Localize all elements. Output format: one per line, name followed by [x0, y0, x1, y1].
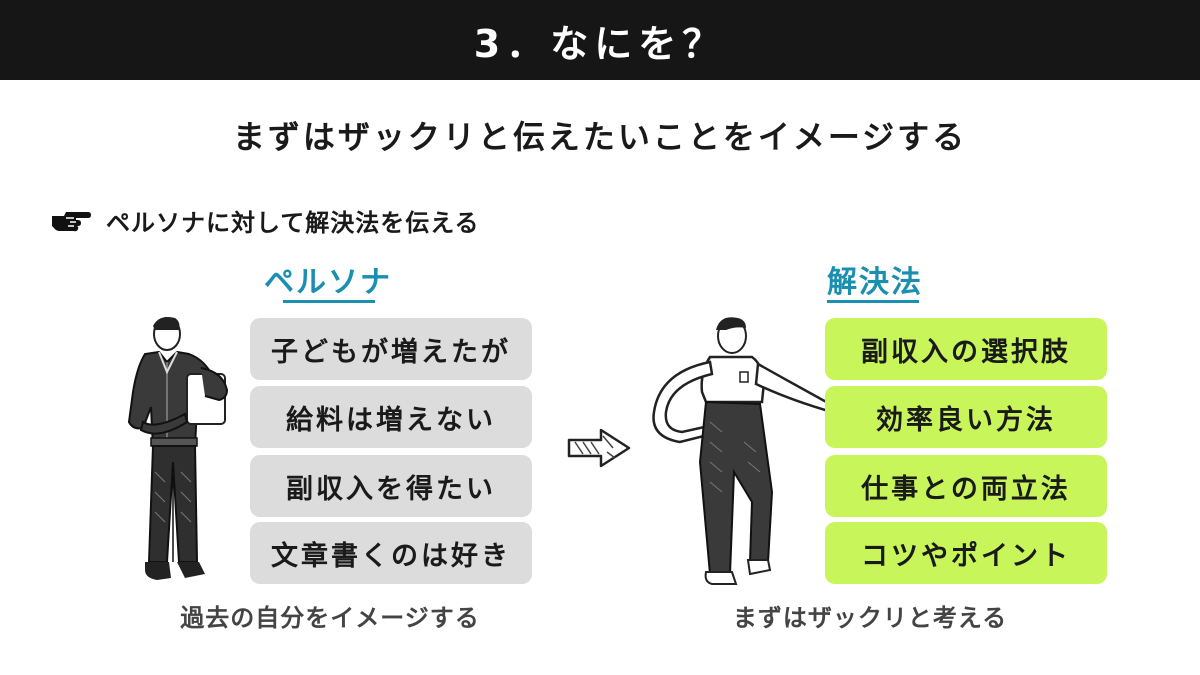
solution-card-3: 仕事との両立法	[825, 455, 1107, 517]
persona-caption: 過去の自分をイメージする	[180, 604, 480, 632]
solution-card-1: 副収入の選択肢	[825, 318, 1107, 380]
bullet-text: ペルソナに対して解決法を伝える	[106, 209, 480, 237]
persona-card-4: 文章書くのは好き	[250, 522, 532, 584]
subtitle-text: まずはザックリと伝えたいことをイメージする	[232, 118, 968, 156]
solution-card-2: 効率良い方法	[825, 386, 1107, 448]
persona-figure-illustration	[127, 317, 229, 580]
bullet-line: ペルソナに対して解決法を伝える	[50, 203, 480, 238]
right-arrow-icon	[567, 428, 631, 468]
solution-heading: 解決法	[827, 265, 923, 300]
subtitle: まずはザックリと伝えたいことをイメージする	[226, 112, 974, 162]
pointing-hand-icon	[52, 211, 91, 231]
persona-card-1: 子どもが増えたが	[250, 318, 532, 380]
solution-figure-illustration	[652, 317, 858, 585]
persona-underline	[283, 300, 375, 303]
solution-underline	[827, 300, 919, 303]
persona-heading: ペルソナ	[264, 265, 392, 300]
solution-card-4: コツやポイント	[825, 522, 1107, 584]
header-bar: 3．なにを？	[0, 0, 1200, 80]
solution-caption: まずはザックリと考える	[732, 604, 1008, 632]
persona-card-2: 給料は増えない	[250, 386, 532, 448]
page-title: 3．なにを？	[473, 21, 727, 66]
subtitle-container: まずはザックリと伝えたいことをイメージする	[0, 112, 1200, 162]
persona-card-3: 副収入を得たい	[250, 455, 532, 517]
